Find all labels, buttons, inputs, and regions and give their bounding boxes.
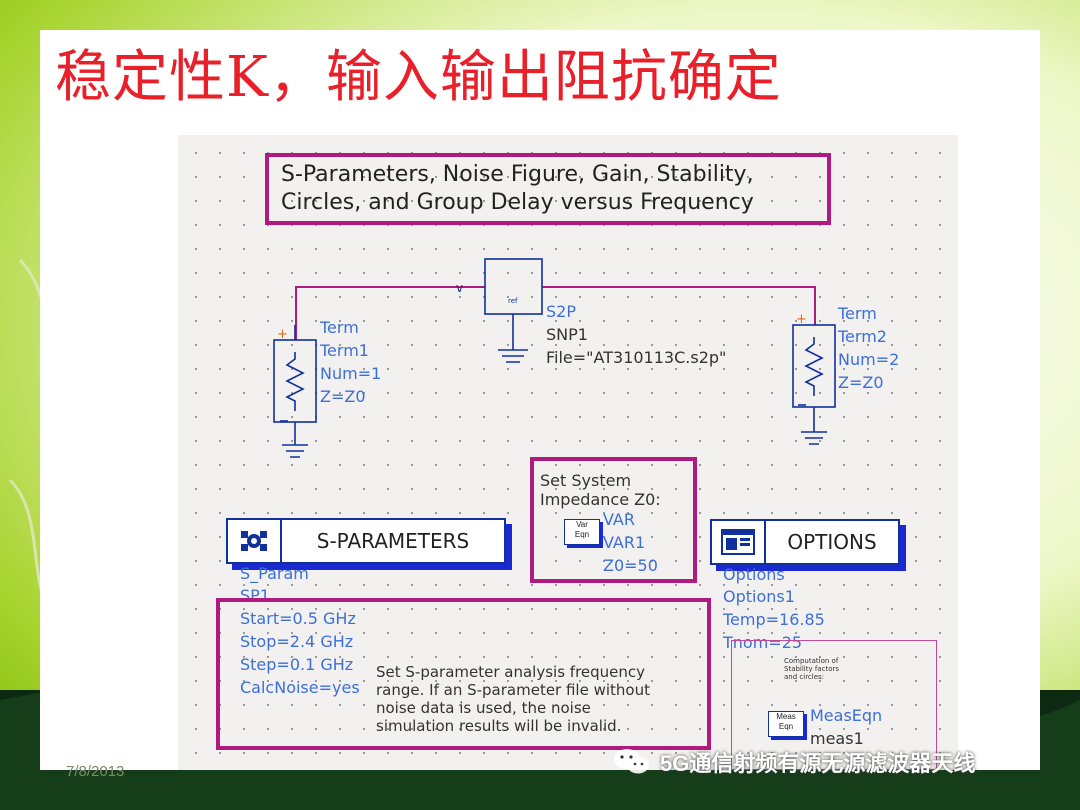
meas-name: meas1 (810, 729, 864, 748)
var-type: VAR (603, 510, 635, 529)
meas-note-3: and circles: (784, 673, 825, 681)
term2-z: Z=Z0 (838, 373, 884, 392)
schematic-wiring: + + v ref (273, 258, 836, 458)
meas-note-2: Stability factors (784, 665, 840, 673)
term1-z: Z=Z0 (320, 387, 366, 406)
header-line-2: Circles, and Group Delay versus Frequenc… (281, 190, 754, 215)
options-component[interactable]: OPTIONS (710, 519, 900, 565)
s2p-type: S2P (546, 302, 576, 321)
sparameters-component[interactable]: S-PARAMETERS (226, 518, 506, 564)
sparam-note-3: noise data is used, the noise (376, 699, 591, 717)
var-name: VAR1 (603, 533, 646, 552)
var-z0: Z0=50 (603, 556, 658, 575)
svg-text:+: + (277, 327, 288, 342)
sparam-frame (216, 598, 711, 750)
meas-eqn-icon[interactable]: Meas Eqn (768, 711, 804, 737)
var-frame (530, 457, 697, 583)
slide-date: 7/8/2013 (66, 763, 125, 780)
svg-text:v: v (456, 281, 463, 295)
options-name: Options1 (723, 587, 795, 606)
sparam-start: Start=0.5 GHz (240, 609, 356, 628)
sparam-type: S_Param (240, 564, 309, 583)
svg-text:ref: ref (508, 297, 518, 305)
term1-type: Term (320, 318, 359, 337)
options-label: OPTIONS (787, 530, 877, 554)
var-note-line-2: Impedance Z0: (540, 490, 661, 509)
options-temp: Temp=16.85 (723, 610, 825, 629)
meas-frame (731, 640, 937, 770)
watermark-text: 5G通信射频有源无源滤波器天线 (660, 751, 976, 776)
sparam-note-4: simulation results will be invalid. (376, 717, 622, 735)
sparam-calcnoise: CalcNoise=yes (240, 678, 360, 697)
s2p-file: File="AT310113C.s2p" (546, 348, 727, 367)
options-type: Options (723, 565, 785, 584)
term2-component[interactable] (793, 325, 835, 407)
sparam-stop: Stop=2.4 GHz (240, 632, 354, 651)
term1-name: Term1 (320, 341, 369, 360)
watermark: 5G通信射频有源无源滤波器天线 (612, 746, 975, 778)
sparam-note-2: range. If an S-parameter file without (376, 681, 650, 699)
var-eqn-icon[interactable]: Var Eqn (564, 519, 600, 545)
term1-component[interactable] (274, 340, 316, 422)
term2-name: Term2 (838, 327, 887, 346)
sparam-note-1: Set S-parameter analysis frequency (376, 663, 646, 681)
term2-num: Num=2 (838, 350, 900, 369)
meas-type: MeasEqn (810, 706, 883, 725)
slide-title: 稳定性K，输入输出阻抗确定 (55, 45, 782, 110)
s2p-name: SNP1 (546, 325, 588, 344)
meas-note-1: Computation of (784, 657, 839, 665)
schematic-canvas[interactable]: S-Parameters, Noise Figure, Gain, Stabil… (178, 135, 958, 770)
sparameters-icon (228, 520, 282, 562)
sparam-step: Step=0.1 GHz (240, 655, 354, 674)
wechat-icon (614, 749, 649, 774)
s2p-component[interactable] (485, 259, 542, 314)
var-note-line-1: Set System (540, 471, 632, 490)
options-tnom: Tnom=25 (723, 633, 803, 652)
header-frame (265, 153, 831, 225)
options-icon (712, 521, 766, 563)
sparameters-label: S-PARAMETERS (316, 529, 470, 553)
header-line-1: S-Parameters, Noise Figure, Gain, Stabil… (281, 162, 754, 187)
term2-type: Term (838, 304, 877, 323)
svg-text:+: + (796, 312, 807, 327)
term1-num: Num=1 (320, 364, 382, 383)
